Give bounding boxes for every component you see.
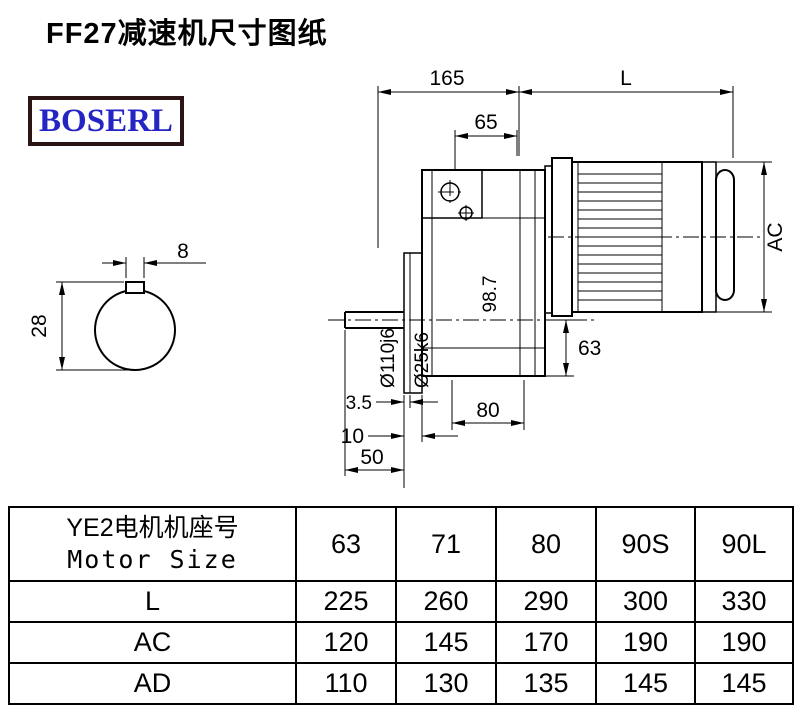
motor	[544, 157, 735, 317]
shaft-section-view: 8 28	[28, 240, 206, 371]
dim-65: 65	[454, 111, 518, 170]
dim-165: 165	[377, 67, 520, 248]
dim-63-label: 63	[578, 337, 601, 360]
brand-logo: BOSERL	[28, 96, 184, 146]
dim-3-5: 3.5	[346, 393, 438, 414]
spec-cell: 135	[495, 662, 597, 705]
table-row-AD: AD 110 130 135 145 145	[8, 662, 794, 705]
page-title: FF27减速机尺寸图纸	[46, 18, 328, 50]
spec-table: YE2电机机座号 Motor Size 63 71 80 90S 90L L 2…	[8, 506, 794, 705]
dim-10-label: 10	[341, 425, 364, 448]
spec-cell: 120	[295, 621, 397, 664]
spec-cell: 145	[595, 662, 696, 705]
spec-cell: 290	[495, 580, 597, 623]
output-shaft	[344, 311, 404, 329]
spec-cell: 300	[595, 580, 696, 623]
row-label: L	[8, 580, 297, 623]
table-header-row: YE2电机机座号 Motor Size 63 71 80 90S 90L	[8, 506, 794, 582]
dim-AC-label: AC	[764, 222, 787, 251]
dim-flange-diameter-label: Ø110j6	[378, 328, 399, 388]
spec-cell: 330	[694, 580, 794, 623]
dim-key-width-label: 8	[177, 240, 189, 263]
spec-cell: 190	[595, 621, 696, 664]
dim-10: 10	[341, 395, 458, 448]
gear-unit-side-view: 165 L 65 AC Ø110j	[328, 67, 787, 488]
dim-L-label: L	[620, 67, 632, 90]
size-header-cell: 71	[395, 506, 497, 582]
dim-shaft-diameter-label: Ø25k6	[412, 332, 433, 388]
dim-section-height-label: 28	[28, 314, 51, 337]
technical-drawing: 8 28	[28, 67, 787, 488]
dim-50: 50	[344, 330, 405, 488]
dim-80: 80	[451, 380, 525, 430]
spec-cell: 130	[395, 662, 497, 705]
dim-AC: AC	[704, 161, 787, 313]
motor-size-header-cn: YE2电机机座号	[66, 513, 239, 542]
spec-cell: 190	[694, 621, 794, 664]
size-header-cell: 90L	[694, 506, 794, 582]
spec-cell: 145	[395, 621, 497, 664]
motor-size-header-cell: YE2电机机座号 Motor Size	[8, 506, 297, 582]
dim-63: 63	[545, 319, 601, 377]
spec-cell: 260	[395, 580, 497, 623]
gearbox-housing	[421, 169, 546, 377]
dim-65-label: 65	[474, 111, 497, 134]
dim-80-label: 80	[476, 399, 499, 422]
spec-cell: 145	[694, 662, 794, 705]
dim-3-5-label: 3.5	[346, 393, 372, 414]
spec-cell: 170	[495, 621, 597, 664]
table-row-L: L 225 260 290 300 330	[8, 580, 794, 623]
dim-50-label: 50	[360, 446, 383, 469]
row-label: AD	[8, 662, 297, 705]
spec-cell: 110	[295, 662, 397, 705]
brand-logo-text: BOSERL	[39, 102, 173, 139]
motor-size-header-en: Motor Size	[67, 545, 238, 574]
spec-cell: 225	[295, 580, 397, 623]
table-row-AC: AC 120 145 170 190 190	[8, 621, 794, 664]
dim-165-label: 165	[429, 67, 464, 90]
row-label: AC	[8, 621, 297, 664]
dim-axis-height-label: 98.7	[480, 276, 501, 313]
size-header-cell: 90S	[595, 506, 696, 582]
size-header-cell: 80	[495, 506, 597, 582]
dim-L: L	[519, 67, 734, 158]
size-header-cell: 63	[295, 506, 397, 582]
